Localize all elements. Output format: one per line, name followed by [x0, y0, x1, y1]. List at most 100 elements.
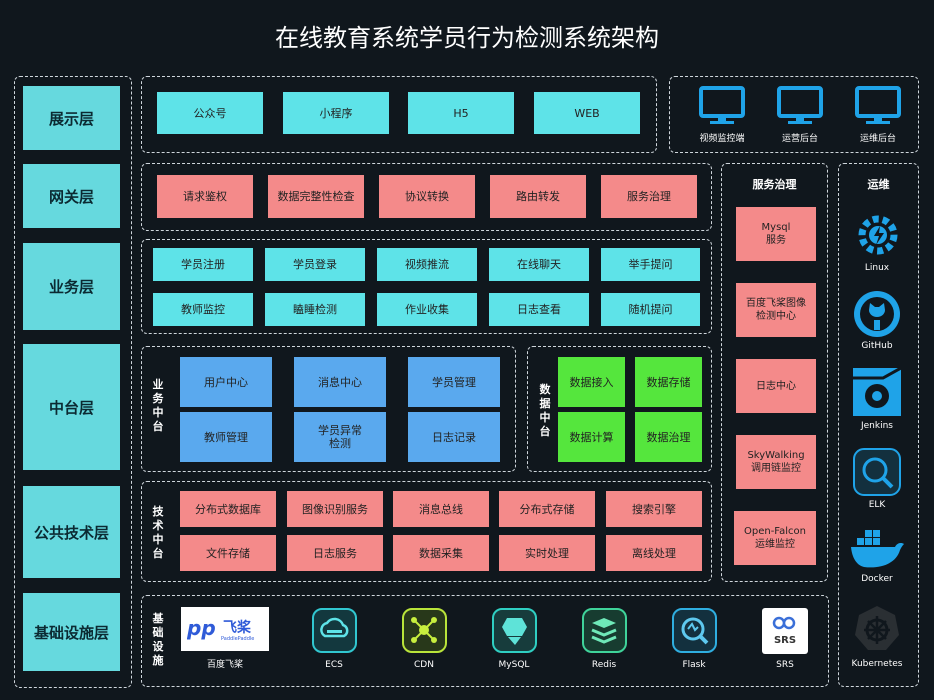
monitor-label: 运维后台 [859, 134, 896, 144]
infra-item-label: Flask [682, 660, 706, 670]
paddle-icon: pp [187, 616, 216, 640]
infra-item-label: SRS [776, 660, 794, 670]
infra-item-label: MySQL [498, 660, 530, 670]
tech-label: 技术中台 [152, 505, 164, 560]
infra-item-label: CDN [414, 660, 434, 670]
biz-middle-item: 学员管理 [408, 357, 500, 407]
governance-item: 百度飞桨图像 检测中心 [736, 283, 816, 337]
kubernetes-icon [855, 606, 899, 650]
gateway-section [141, 163, 712, 231]
biz-middle-item: 用户中心 [180, 357, 272, 407]
monitor-label: 视频监控端 [699, 134, 745, 144]
data-middle-item: 数据接入 [558, 357, 625, 407]
cdn-icon [402, 608, 447, 653]
ops-item-label: ELK [868, 500, 886, 510]
ops-item-label: Jenkins [860, 421, 893, 431]
redis-icon [582, 608, 627, 653]
layer-infra: 基础设施层 [23, 593, 120, 671]
display-item: H5 [408, 92, 514, 134]
business-item: 随机提问 [601, 293, 700, 326]
monitor-icon [699, 86, 745, 124]
tech-item: 搜索引擎 [606, 491, 702, 527]
infra-item-label: ECS [325, 660, 343, 670]
tech-item: 图像识别服务 [287, 491, 383, 527]
paddle-logo: pp 飞桨 PaddlePaddle [181, 607, 269, 651]
data-middle-item: 数据存储 [635, 357, 702, 407]
paddle-logo-subtext: PaddlePaddle [221, 636, 255, 642]
srs-logo-text: SRS [773, 635, 797, 646]
layer-column [14, 76, 132, 688]
data-middle-item: 数据计算 [558, 412, 625, 462]
display-item: 小程序 [283, 92, 389, 134]
governance-item: 日志中心 [736, 359, 816, 413]
tech-item: 日志服务 [287, 535, 383, 571]
monitor-icon [777, 86, 823, 124]
ecs-icon [312, 608, 357, 653]
github-icon [854, 291, 900, 337]
tech-item: 消息总线 [393, 491, 489, 527]
tech-section [141, 481, 712, 582]
tech-item: 分布式数据库 [180, 491, 276, 527]
business-item: 日志查看 [489, 293, 589, 326]
governance-item: Open-Falcon 运维监控 [734, 511, 816, 565]
biz-middle-item: 学员异常 检测 [294, 412, 386, 462]
gateway-item: 数据完整性检查 [268, 175, 364, 218]
governance-item: Mysql 服务 [736, 207, 816, 261]
data-middle-label: 数据中台 [539, 383, 551, 438]
paddle-logo-text: 飞桨 [223, 620, 251, 636]
business-item: 在线聊天 [489, 248, 589, 281]
svg-text:pp: pp [187, 616, 216, 640]
gateway-item: 服务治理 [601, 175, 697, 218]
display-section [141, 76, 657, 153]
monitor-label: 运营后台 [781, 134, 818, 144]
ops-item-label: GitHub [861, 341, 893, 351]
layer-middle: 中台层 [23, 344, 120, 470]
elk-icon [853, 448, 901, 496]
gateway-item: 请求鉴权 [157, 175, 253, 218]
data-middle-section [527, 346, 712, 472]
business-section [141, 239, 712, 334]
biz-middle-item: 日志记录 [408, 412, 500, 462]
ops-title: 运维 [867, 178, 890, 191]
biz-middle-label: 业务中台 [152, 378, 164, 433]
business-item: 作业收集 [377, 293, 477, 326]
governance-item: SkyWalking 调用链监控 [736, 435, 816, 489]
tech-item: 文件存储 [180, 535, 276, 571]
business-item: 视频推流 [377, 248, 477, 281]
ops-section [838, 163, 919, 687]
layer-business: 业务层 [23, 243, 120, 330]
tech-item: 数据采集 [393, 535, 489, 571]
infra-item-label: 百度飞桨 [206, 660, 243, 670]
biz-middle-section [141, 346, 516, 472]
infra-section [141, 595, 829, 687]
monitor-icon [855, 86, 901, 124]
layer-gateway: 网关层 [23, 164, 120, 228]
display-item: 公众号 [157, 92, 263, 134]
biz-middle-item: 教师管理 [180, 412, 272, 462]
jenkins-icon [853, 368, 901, 416]
data-middle-item: 数据治理 [635, 412, 702, 462]
srs-icon: SRS [762, 608, 808, 654]
docker-icon [851, 530, 904, 568]
ops-item-label: Linux [864, 263, 890, 273]
business-item: 学员登录 [265, 248, 365, 281]
infra-label: 基础设施 [152, 612, 164, 667]
layer-display: 展示层 [23, 86, 120, 150]
governance-title: 服务治理 [752, 178, 797, 191]
business-item: 学员注册 [153, 248, 253, 281]
gateway-item: 协议转换 [379, 175, 475, 218]
monitor-section [669, 76, 919, 153]
ops-item-label: Docker [861, 574, 893, 584]
ops-item-label: Kubernetes [851, 659, 903, 669]
tech-item: 分布式存储 [499, 491, 595, 527]
infra-item-label: Redis [591, 660, 617, 670]
layer-tech: 公共技术层 [23, 486, 120, 578]
governance-section [721, 163, 828, 582]
tech-item: 实时处理 [499, 535, 595, 571]
biz-middle-item: 消息中心 [294, 357, 386, 407]
business-item: 教师监控 [153, 293, 253, 326]
mysql-icon [492, 608, 537, 653]
tech-item: 离线处理 [606, 535, 702, 571]
display-item: WEB [534, 92, 640, 134]
flask-icon [672, 608, 717, 653]
